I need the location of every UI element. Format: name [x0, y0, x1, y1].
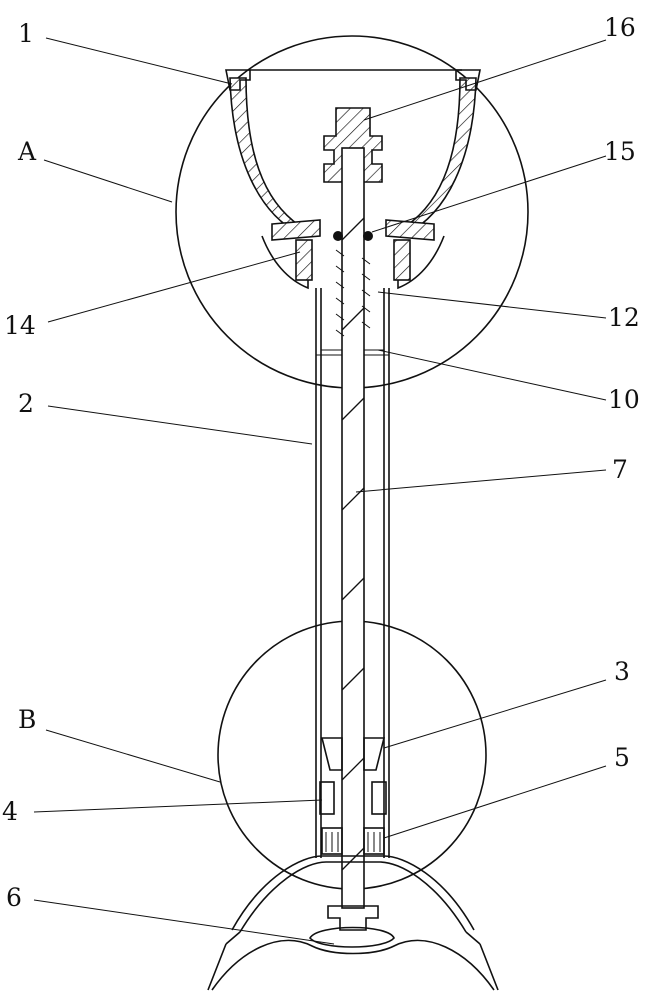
label-2: 2 — [18, 389, 34, 418]
leader-lines — [33, 37, 607, 945]
blade-nut — [327, 905, 379, 931]
spring — [335, 249, 371, 337]
label-7: 7 — [612, 455, 628, 484]
label-16: 16 — [604, 13, 636, 42]
label-6: 6 — [6, 883, 22, 912]
ball-left — [333, 231, 343, 241]
label-1: 1 — [18, 19, 34, 48]
label-15: 15 — [604, 137, 636, 166]
label-3: 3 — [614, 657, 630, 686]
top-nut — [323, 107, 383, 183]
lower-assembly — [319, 737, 387, 855]
label-a: A — [17, 137, 37, 166]
label-14: 14 — [4, 311, 36, 340]
label-4: 4 — [2, 797, 18, 826]
label-5: 5 — [614, 743, 630, 772]
cup — [225, 69, 481, 290]
shaft — [341, 147, 365, 909]
label-10: 10 — [608, 385, 640, 414]
label-b: B — [18, 705, 36, 734]
ball-right — [363, 231, 373, 241]
base-dome — [207, 855, 499, 991]
label-12: 12 — [608, 303, 640, 332]
blade — [309, 926, 395, 948]
